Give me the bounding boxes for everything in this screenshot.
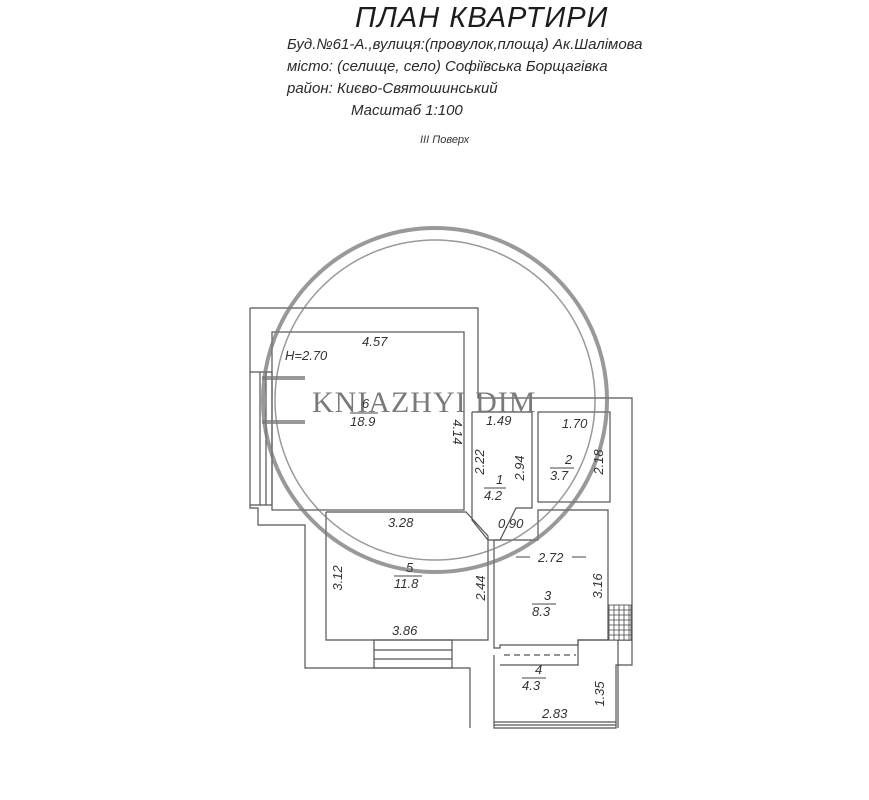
dim-room5-bottom: 3.86 bbox=[392, 623, 418, 638]
dim-room1-right: 2.94 bbox=[512, 455, 527, 481]
building-address: Буд.№61-А.,вулиця:(провулок,площа) Ак.Ша… bbox=[287, 36, 643, 53]
dim-room4-bottom: 2.83 bbox=[541, 706, 568, 721]
room5-number: 5 bbox=[406, 560, 414, 575]
dim-room5-left: 3.12 bbox=[330, 565, 345, 591]
room6-number: 6 bbox=[362, 396, 370, 411]
shaft-grid-icon bbox=[608, 604, 632, 641]
dim-room2-top: 1.70 bbox=[562, 416, 588, 431]
ceiling-height: H=2.70 bbox=[285, 348, 328, 363]
room3-area: 8.3 bbox=[532, 604, 551, 619]
dim-room6-right: 4.14 bbox=[450, 419, 465, 444]
dim-room2-right: 2.18 bbox=[591, 449, 606, 476]
room1-number: 1 bbox=[496, 472, 503, 487]
dim-room3-right: 3.16 bbox=[590, 573, 605, 599]
room1-area: 4.2 bbox=[484, 488, 503, 503]
room4-area: 4.3 bbox=[522, 678, 541, 693]
dim-corridor: 0.90 bbox=[498, 516, 524, 531]
room2-area: 3.7 bbox=[550, 468, 569, 483]
dim-room1-left: 2.22 bbox=[472, 449, 487, 476]
district-line: район: Києво-Святошинський bbox=[287, 80, 498, 97]
room5-area: 11.8 bbox=[394, 576, 419, 591]
dim-room3-width: 2.72 bbox=[537, 550, 564, 565]
dim-room5-top: 3.28 bbox=[388, 515, 414, 530]
dim-room5-right: 2.44 bbox=[473, 575, 488, 601]
room3-number: 3 bbox=[544, 588, 552, 603]
dim-room6-top: 4.57 bbox=[362, 334, 388, 349]
scale-line: Масштаб 1:100 bbox=[351, 102, 463, 119]
dim-room1-top: 1.49 bbox=[486, 413, 511, 428]
watermark-text: KNIAZHYI DIM bbox=[312, 386, 536, 419]
room2-number: 2 bbox=[564, 452, 573, 467]
dim-room4-right: 1.35 bbox=[592, 681, 607, 707]
city-line: місто: (селище, село) Софіївська Борщагі… bbox=[287, 58, 608, 75]
floor-number: III Поверх bbox=[420, 134, 470, 146]
room4-number: 4 bbox=[535, 662, 542, 677]
watermark-emblem-icon bbox=[261, 226, 609, 574]
plan-title: ПЛАН КВАРТИРИ bbox=[355, 2, 609, 34]
room6-area: 18.9 bbox=[350, 414, 375, 429]
